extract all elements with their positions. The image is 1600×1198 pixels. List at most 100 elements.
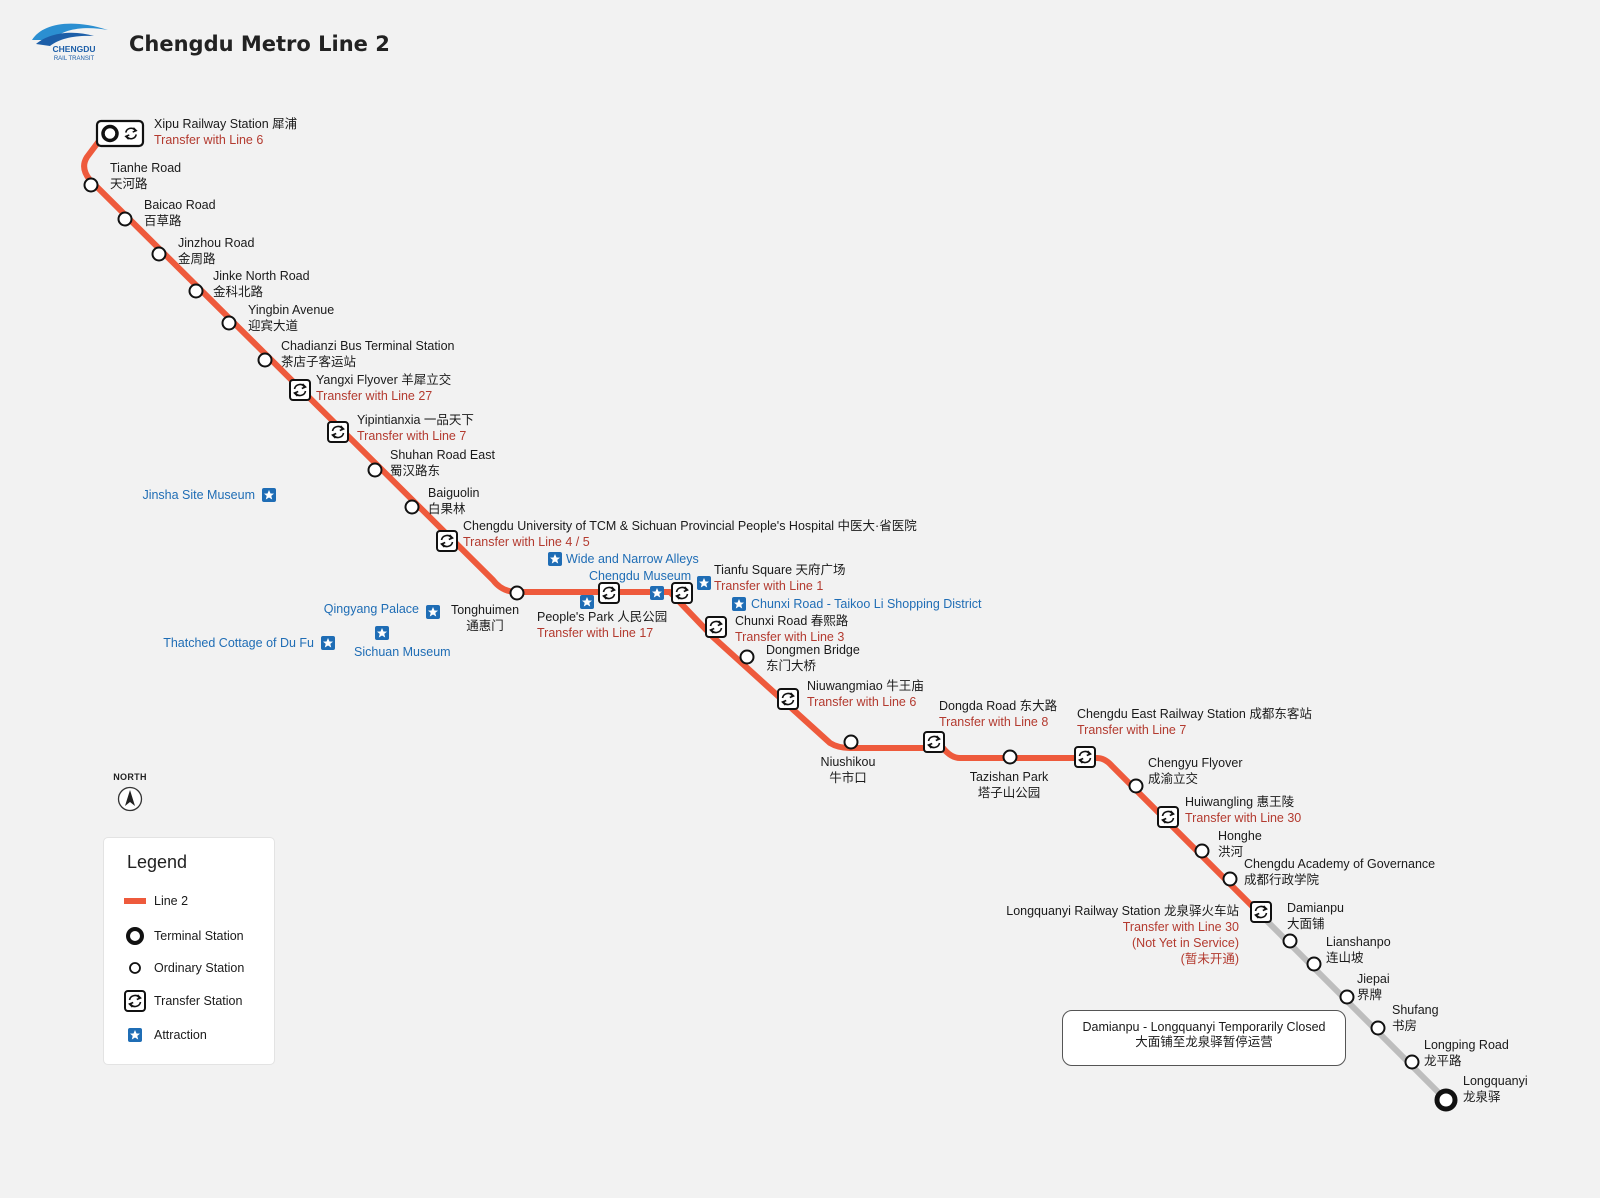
attraction-dufu-star-icon[interactable] <box>321 636 335 650</box>
station-tianhe[interactable] <box>83 177 99 193</box>
transfer-note-xipu: Transfer with Line 6 <box>154 133 263 147</box>
attraction-sichuan-star-icon[interactable] <box>375 626 389 640</box>
station-zh-honghe: 洪河 <box>1218 845 1244 859</box>
station-damianpu[interactable] <box>1250 901 1272 923</box>
terminal-station-icon <box>126 927 144 945</box>
station-chengdueast[interactable] <box>1074 746 1096 768</box>
station-name-jinzhou: Jinzhou Road <box>178 236 254 250</box>
attraction-qingyang[interactable]: Qingyang Palace <box>324 602 419 616</box>
station-name-shufang: Shufang <box>1392 1003 1439 1017</box>
station-zh-niushikou: 牛市口 <box>829 770 867 785</box>
station-tonghuimen[interactable] <box>509 585 525 601</box>
station-name-honghe: Honghe <box>1218 829 1262 843</box>
station-zh-longping: 龙平路 <box>1424 1053 1462 1068</box>
attraction-museum-star-icon[interactable] <box>697 576 711 590</box>
station-dongmen[interactable] <box>739 649 755 665</box>
station-name-tianfu: Tianfu Square 天府广场 <box>714 562 846 577</box>
attraction-jinsha-star-icon[interactable] <box>262 488 276 502</box>
station-yangxi[interactable] <box>289 379 311 401</box>
attraction-peoplespark-star-icon[interactable] <box>580 595 594 609</box>
station-name-chadianzi: Chadianzi Bus Terminal Station <box>281 339 455 353</box>
station-yingbin[interactable] <box>221 315 237 331</box>
terminal-marker <box>101 124 119 143</box>
station-name-longquanyi: Longquanyi <box>1463 1074 1528 1088</box>
attraction-sichuan[interactable]: Sichuan Museum <box>354 645 451 659</box>
closure-notice-zh: 大面铺至龙泉驿暂停运营 <box>1135 1035 1273 1049</box>
station-name-baicao: Baicao Road <box>144 198 216 212</box>
station-name-tianhe: Tianhe Road <box>110 161 181 175</box>
station-zh-jiepai: 界牌 <box>1357 987 1382 1002</box>
line-swatch <box>124 898 146 904</box>
station-niushikou[interactable] <box>843 734 859 750</box>
closure-notice: Damianpu - Longquanyi Temporarily Closed… <box>1062 1010 1346 1066</box>
station-zh-baiguolin: 白果林 <box>428 501 466 516</box>
station-zh-dongmen: 东门大桥 <box>766 658 817 673</box>
transfer-note-chunxi: Transfer with Line 3 <box>735 630 844 644</box>
station-dongda[interactable] <box>923 731 945 753</box>
not-in-service-note-zh: (暂未开通) <box>1181 952 1239 966</box>
station-peoplespark[interactable] <box>598 582 620 604</box>
attraction-taikoo-star-icon[interactable] <box>732 597 746 611</box>
station-name-dongda: Dongda Road 东大路 <box>939 698 1058 713</box>
transfer-station-icon <box>124 990 146 1012</box>
station-jinzhou[interactable] <box>151 246 167 262</box>
station-tianfu[interactable] <box>671 582 693 604</box>
legend-label-attraction: Attraction <box>154 1028 207 1042</box>
station-yipintianxia[interactable] <box>327 421 349 443</box>
station-niuwangmiao[interactable] <box>777 688 799 710</box>
ordinary-station-icon <box>129 962 141 974</box>
station-tcm[interactable] <box>436 530 458 552</box>
station-name-longping: Longping Road <box>1424 1038 1509 1052</box>
station-honghe[interactable] <box>1194 843 1210 859</box>
closure-notice-en: Damianpu - Longquanyi Temporarily Closed <box>1082 1020 1326 1034</box>
transfer-note-tianfu: Transfer with Line 1 <box>714 579 823 593</box>
station-longquanyi[interactable] <box>1434 1088 1458 1112</box>
attraction-jinsha[interactable]: Jinsha Site Museum <box>142 488 255 502</box>
station-baicao[interactable] <box>117 211 133 227</box>
station-name-peoplespark: People's Park 人民公园 <box>537 610 667 624</box>
station-name-yangxi: Yangxi Flyover 羊犀立交 <box>316 372 451 387</box>
transfer-note-longquanyi-railway: Transfer with Line 30 <box>1123 920 1239 934</box>
station-chadianzi[interactable] <box>257 352 273 368</box>
compass-icon <box>117 786 143 812</box>
station-name-jinke: Jinke North Road <box>213 269 310 283</box>
attraction-alleys-star-icon[interactable] <box>548 552 562 566</box>
station-name-lianshanpo: Lianshanpo <box>1326 935 1391 949</box>
station-jinke[interactable] <box>188 283 204 299</box>
chengdu-rail-transit-logo: CHENGDU RAIL TRANSIT <box>32 23 108 62</box>
transfer-icon <box>124 127 138 140</box>
attraction-taikoo[interactable]: Chunxi Road - Taikoo Li Shopping Distric… <box>751 597 982 611</box>
attraction-alleys[interactable]: Wide and Narrow Alleys <box>566 552 699 566</box>
station-baiguolin[interactable] <box>404 499 420 515</box>
station-shufang[interactable] <box>1339 989 1355 1005</box>
attraction-museum[interactable]: Chengdu Museum <box>589 569 691 583</box>
attraction-qingyang-star-icon[interactable] <box>426 605 440 619</box>
station-name-shuhan: Shuhan Road East <box>390 448 495 462</box>
station-zh-damianpu: 大面铺 <box>1287 917 1325 931</box>
station-name-chengyu: Chengyu Flyover <box>1148 756 1243 770</box>
attraction-tianfu-star-icon[interactable] <box>650 586 664 600</box>
station-tazishan[interactable] <box>1002 749 1018 765</box>
station-marker-longping-2[interactable] <box>1404 1054 1420 1070</box>
station-xipu[interactable] <box>95 119 145 148</box>
transfer-note-yipintianxia: Transfer with Line 7 <box>357 429 466 443</box>
station-zh-longquanyi: 龙泉驿 <box>1463 1089 1501 1104</box>
station-chengyu[interactable] <box>1128 778 1144 794</box>
north-indicator: NORTH <box>110 772 150 818</box>
legend-item-line: Line 2 <box>124 890 188 912</box>
legend-label-line: Line 2 <box>154 894 189 908</box>
station-zh-yingbin: 迎宾大道 <box>248 318 299 333</box>
station-shuhan[interactable] <box>367 462 383 478</box>
station-zh-jinke: 金科北路 <box>213 284 264 299</box>
station-huiwangling[interactable] <box>1157 806 1179 828</box>
station-zh-jinzhou: 金周路 <box>178 251 216 266</box>
attraction-dufu[interactable]: Thatched Cottage of Du Fu <box>163 636 314 650</box>
station-chunxi[interactable] <box>705 616 727 638</box>
station-academy[interactable] <box>1222 871 1238 887</box>
station-longping[interactable] <box>1370 1020 1386 1036</box>
station-name-huiwangling: Huiwangling 惠王陵 <box>1185 795 1295 809</box>
station-lianshanpo[interactable] <box>1282 933 1298 949</box>
station-name-dongmen: Dongmen Bridge <box>766 643 860 657</box>
transfer-note-dongda: Transfer with Line 8 <box>939 715 1048 729</box>
station-jiepai[interactable] <box>1306 956 1322 972</box>
